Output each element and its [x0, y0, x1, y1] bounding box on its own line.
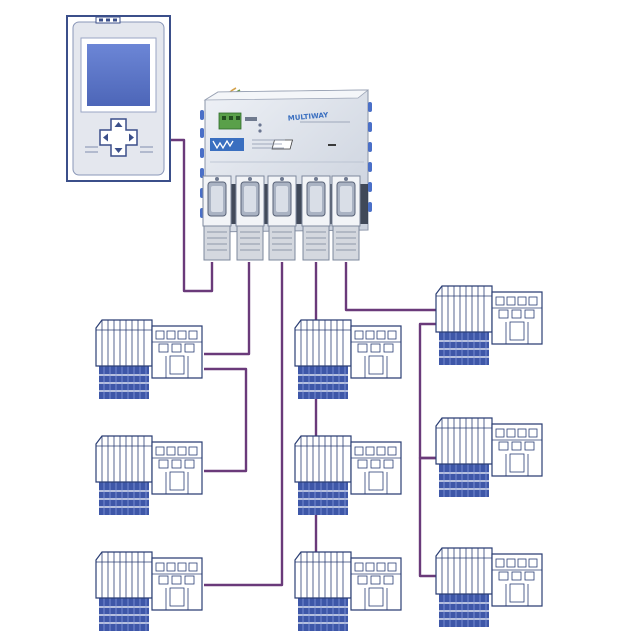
cable-port-3-to-column-a-3 — [204, 262, 284, 587]
io-module-icon — [95, 319, 203, 400]
fieldbus-cables — [170, 138, 436, 587]
port-1 — [202, 175, 232, 261]
io-module-icon — [294, 319, 402, 400]
gateway-ports — [202, 175, 361, 261]
io-module-icon — [294, 435, 402, 516]
cable-column-a-1-to-a-2 — [204, 367, 248, 473]
cable-column-c-1-to-c-2 — [418, 322, 436, 460]
port-2 — [235, 175, 265, 261]
port-3 — [267, 175, 297, 261]
io-module-icon — [95, 435, 203, 516]
io-module-icon — [95, 551, 203, 632]
cable-column-c-2-to-c-3 — [418, 456, 436, 578]
terminal-block-icon — [218, 112, 242, 130]
logo-icon — [210, 138, 244, 151]
cable-port-2-to-column-a — [204, 262, 251, 356]
cable-hmi-to-port-1 — [170, 138, 214, 293]
hmi-screen — [87, 44, 150, 106]
cable-port-5-to-column-c — [344, 262, 436, 312]
port-4 — [301, 175, 331, 261]
io-modules — [95, 285, 543, 632]
io-module-icon — [435, 417, 543, 498]
port-5 — [331, 175, 361, 261]
io-module-icon — [435, 547, 543, 628]
dpad-icon — [99, 118, 138, 157]
io-module-icon — [294, 551, 402, 632]
hmi-panel-icon — [66, 15, 171, 182]
io-module-icon — [435, 285, 543, 366]
